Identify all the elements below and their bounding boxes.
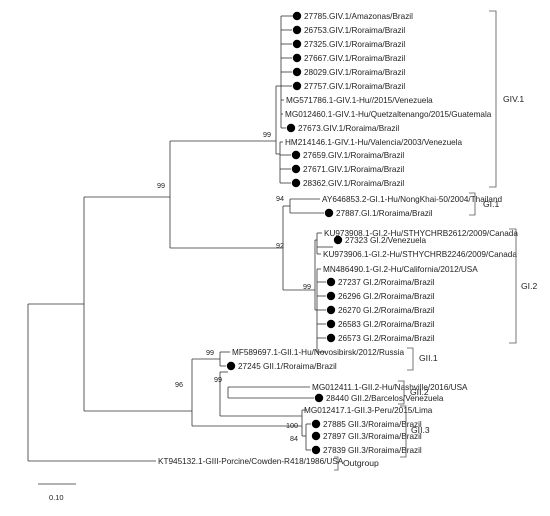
leaf-marker [292, 67, 302, 77]
leaf-marker [226, 361, 236, 371]
leaf-label: MG012417.1-GII.3-Peru/2015/Lima [304, 406, 433, 415]
clade-brackets [334, 10, 517, 471]
leaf-label: MN486490.1-GI.2-Hu/California/2012/USA [323, 265, 478, 274]
leaf-label: 26573 GI.2/Roraima/Brazil [338, 334, 435, 343]
bootstrap-value: 92 [276, 241, 284, 250]
leaf-label: AY646853.2-GI.1-Hu/NongKhai-50/2004/Thai… [322, 195, 503, 204]
leaf-label: 27673.GIV.1/Roraima/Brazil [298, 124, 399, 133]
leaf-label: KU973906.1-GI.2-Hu/STHYCHRB2246/2009/Can… [323, 250, 517, 259]
leaf-marker [291, 164, 301, 174]
leaf-label: 28029.GIV.1/Roraima/Brazil [304, 68, 405, 77]
leaf-marker [292, 25, 302, 35]
clade-bracket-gii3 [400, 405, 407, 458]
clade-bracket-giv1 [489, 10, 497, 188]
leaf-marker [292, 39, 302, 49]
leaf-label: 28440 GII.2/Barcelos/Venezuela [326, 394, 444, 403]
leaf-label: 26296 GI.2/Roraima/Brazil [338, 292, 435, 301]
leaf-label: MF589697.1-GII.1-Hu/Novosibirsk/2012/Rus… [232, 348, 404, 357]
leaf-marker [333, 235, 343, 245]
leaf-label: 27785.GIV.1/Amazonas/Brazil [304, 12, 413, 21]
bootstrap-value: 99 [206, 348, 214, 357]
leaf-marker [311, 419, 321, 429]
bootstrap-value: 99 [157, 181, 165, 190]
leaf-marker [326, 291, 336, 301]
leaf-label: 27237 GI.2/Roraima/Brazil [338, 278, 435, 287]
clade-label: GI.1 [483, 199, 499, 209]
leaf-marker [292, 53, 302, 63]
tree-branches [27, 15, 333, 462]
clade-bracket-gi1 [469, 192, 476, 216]
bootstrap-value: 96 [175, 380, 183, 389]
clade-label: GII.1 [419, 353, 438, 363]
leaf-label: 27667.GIV.1/Roraima/Brazil [304, 54, 405, 63]
leaf-marker [292, 11, 302, 21]
leaf-marker [291, 150, 301, 160]
scale-bar: 0.10 [38, 483, 76, 502]
leaf-marker [311, 445, 321, 455]
leaf-marker [326, 305, 336, 315]
leaf-marker [326, 319, 336, 329]
leaf-label: 27887.GI.1/Roraima/Brazil [336, 209, 433, 218]
leaf-label: KT945132.1-GIII-Porcine/Cowden-R418/1986… [158, 457, 344, 466]
bootstrap-value: 94 [276, 194, 284, 203]
leaf-markers [226, 11, 343, 455]
leaf-label: 27839 GII.3/Roraima/Brazil [323, 446, 422, 455]
leaf-label: MG012460.1-GIV.1-Hu/Quetzaltenango/2015/… [285, 110, 492, 119]
scale-bar-label: 0.10 [49, 493, 64, 502]
leaf-label: 27885 GII.3/Roraima/Brazil [323, 420, 422, 429]
leaf-label: MG571786.1-GIV.1-Hu//2015/Venezuela [286, 96, 433, 105]
leaf-label: 27325.GIV.1/Roraima/Brazil [304, 40, 405, 49]
leaf-marker [286, 123, 296, 133]
leaf-label: 27671.GIV.1/Roraima/Brazil [303, 165, 404, 174]
leaf-label: MG012411.1-GII.2-Hu/Nashville/2016/USA [312, 383, 468, 392]
bootstrap-value: 99 [214, 375, 222, 384]
bootstrap-value: 99 [303, 282, 311, 291]
bootstrap-value: 99 [263, 130, 271, 139]
leaf-marker [311, 431, 321, 441]
leaf-label: 27659.GIV.1/Roraima/Brazil [303, 151, 404, 160]
leaf-marker [326, 277, 336, 287]
clade-label: Outgroup [343, 458, 379, 468]
leaf-marker [292, 81, 302, 91]
clade-label: GI.2 [521, 281, 537, 291]
leaf-label: 27897 GII.3/Roraima/Brazil [323, 432, 422, 441]
leaf-label: 26583 GI.2/Roraima/Brazil [338, 320, 435, 329]
leaf-marker [326, 333, 336, 343]
clade-label: GII.3 [411, 425, 430, 435]
leaf-marker [324, 208, 334, 218]
leaf-label: 27245 GII.1/Roraima/Brazil [238, 362, 337, 371]
leaf-label: HM214146.1-GIV.1-Hu/Valencia/2003/Venezu… [285, 138, 463, 147]
leaf-label: 28362.GIV.1/Roraima/Brazil [303, 179, 404, 188]
leaf-labels: 27785.GIV.1/Amazonas/Brazil 26753.GIV.1/… [158, 12, 518, 466]
clade-bracket-gii2 [398, 380, 405, 405]
clade-bracket-outgroup [334, 456, 339, 471]
bootstrap-value: 100 [286, 421, 298, 430]
leaf-marker [291, 178, 301, 188]
leaf-label: 26270 GI.2/Roraima/Brazil [338, 306, 435, 315]
clade-label: GIV.1 [503, 94, 524, 104]
leaf-label: 27323 GI.2/Venezuela [345, 236, 426, 245]
leaf-label: 26753.GIV.1/Roraima/Brazil [304, 26, 405, 35]
clade-label: GII.2 [410, 387, 429, 397]
bootstrap-values: 99 99 94 92 99 99 99 96 100 84 [157, 130, 311, 443]
bootstrap-value: 84 [290, 434, 298, 443]
leaf-label: KU973908.1-GI.2-Hu/STHYCHRB2612/2009/Can… [324, 229, 518, 238]
clade-bracket-gii1 [407, 347, 414, 371]
clade-labels: GIV.1 GI.1 GI.2 GII.1 GII.2 GII.3 Outgro… [343, 94, 537, 468]
leaf-marker [314, 393, 324, 403]
leaf-label: 27757.GIV.1/Roraima/Brazil [304, 82, 405, 91]
clade-bracket-gi2 [509, 228, 517, 344]
